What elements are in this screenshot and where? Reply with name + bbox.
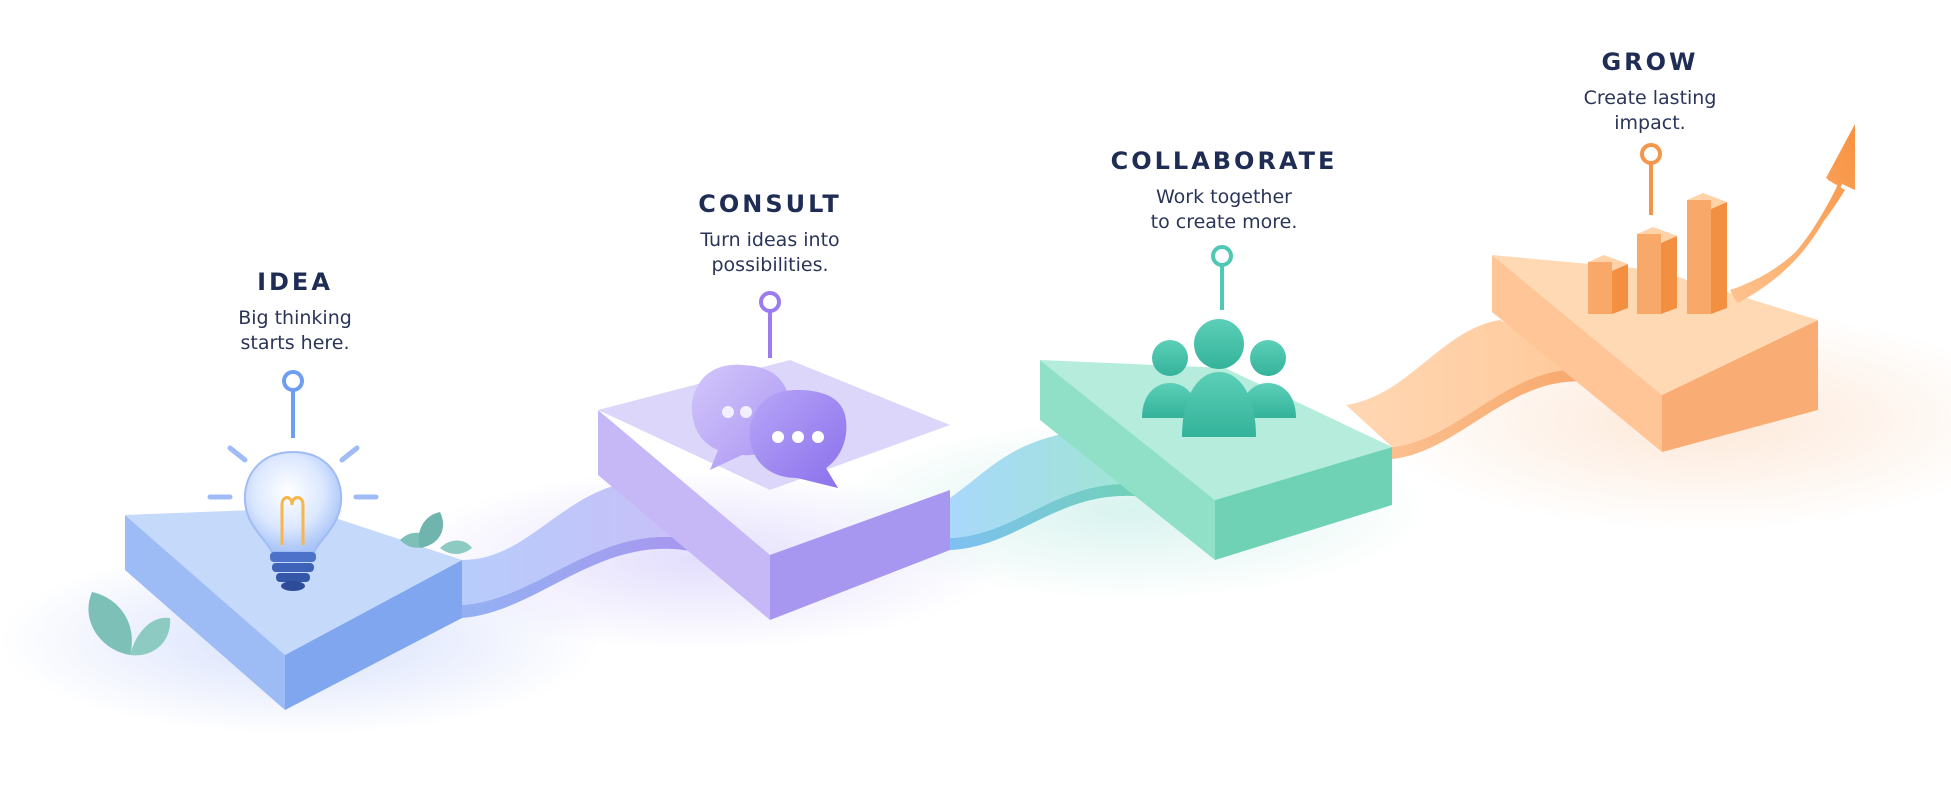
- step-title: GROW: [1601, 48, 1699, 76]
- step-description-line: Big thinking: [238, 307, 352, 329]
- step-description: Big thinking starts here.: [238, 306, 352, 356]
- step-description: Work together to create more.: [1111, 185, 1338, 235]
- pin-idea: [282, 370, 304, 438]
- chat-bubbles-icon: [691, 364, 847, 488]
- step-label-idea: IDEA Big thinking starts here.: [238, 268, 352, 356]
- ribbon-idea-consult: [462, 480, 695, 618]
- step-label-consult: CONSULT Turn ideas into possibilities.: [698, 190, 842, 278]
- step-description: Turn ideas into possibilities.: [698, 228, 842, 278]
- ribbon-collaborate-grow: [1346, 320, 1588, 459]
- pin-consult: [759, 291, 781, 358]
- step-label-grow: GROW Create lasting impact.: [1584, 48, 1717, 136]
- leaf-icon: [88, 512, 472, 656]
- step-description-line: Turn ideas into: [700, 229, 840, 251]
- pin-collaborate: [1211, 245, 1233, 310]
- step-description-line: impact.: [1614, 112, 1686, 134]
- step-title: COLLABORATE: [1110, 147, 1338, 175]
- step-label-collaborate: COLLABORATE Work together to create more…: [1111, 147, 1338, 235]
- step-description-line: Work together: [1156, 186, 1292, 208]
- step-description-line: possibilities.: [711, 254, 829, 276]
- step-description-line: to create more.: [1150, 211, 1298, 233]
- growth-chart-icon: [1588, 124, 1855, 314]
- step-description-line: starts here.: [240, 332, 350, 354]
- step-description-line: Create lasting: [1583, 87, 1717, 109]
- pin-grow: [1640, 143, 1662, 215]
- lightbulb-icon: [207, 445, 379, 591]
- team-people-icon: [1142, 319, 1296, 437]
- step-title: IDEA: [257, 268, 333, 296]
- platform-grow: [1492, 255, 1818, 452]
- step-description: Create lasting impact.: [1584, 86, 1717, 136]
- step-title: CONSULT: [698, 190, 842, 218]
